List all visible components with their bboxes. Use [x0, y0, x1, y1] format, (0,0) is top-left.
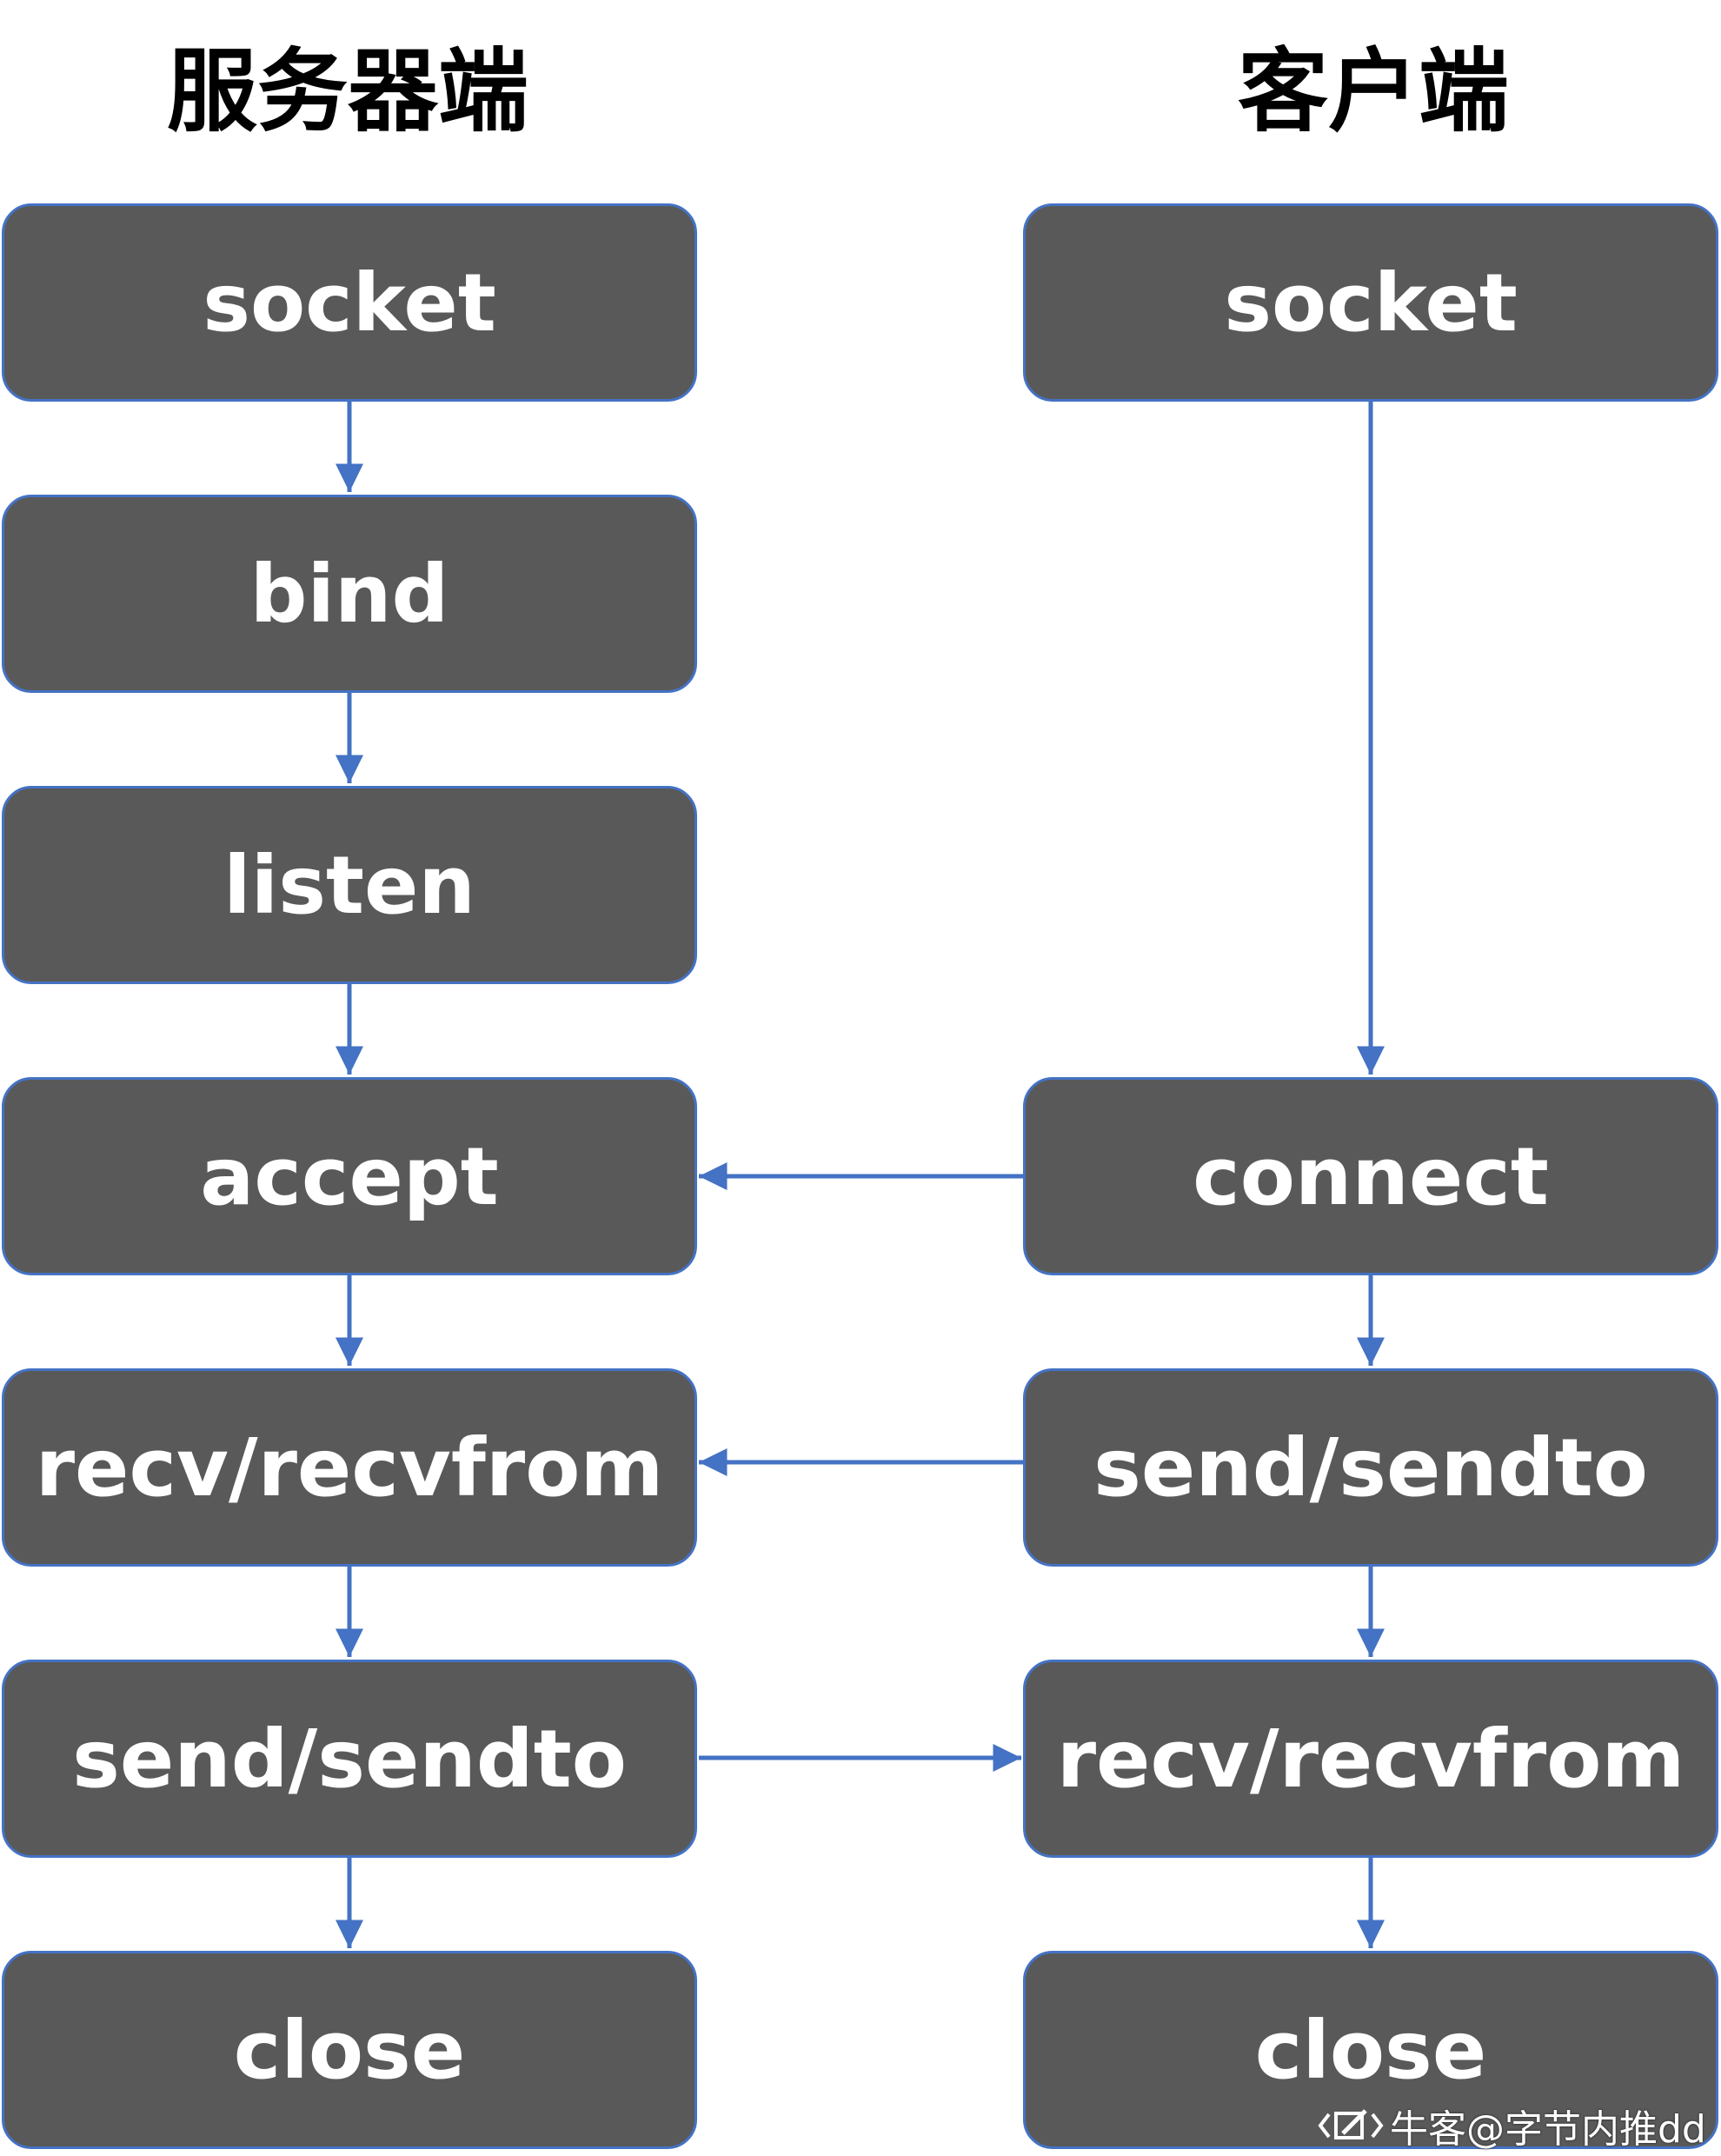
server-column-title: 服务器端: [166, 38, 528, 144]
client-column-title: 客户端: [1237, 38, 1509, 144]
server-step-accept: accept: [2, 1077, 697, 1275]
client-step-send: send/sendto: [1023, 1368, 1718, 1567]
client-step-socket: socket: [1023, 203, 1718, 402]
pen-logo-icon: [1318, 2109, 1384, 2139]
server-step-bind: bind: [2, 495, 697, 693]
server-step-listen: listen: [2, 786, 697, 984]
watermark: 牛客@字节内推dd: [1317, 2099, 1721, 2152]
server-step-socket: socket: [2, 203, 697, 402]
server-step-recv: recv/recvfrom: [2, 1368, 697, 1567]
server-step-close: close: [2, 1951, 697, 2149]
server-step-send: send/sendto: [2, 1660, 697, 1858]
client-step-connect: connect: [1023, 1077, 1718, 1275]
client-step-recv: recv/recvfrom: [1023, 1660, 1718, 1858]
client-step-close: close: [1023, 1951, 1718, 2149]
watermark-text: 牛客@字节内推dd: [1390, 2107, 1706, 2152]
